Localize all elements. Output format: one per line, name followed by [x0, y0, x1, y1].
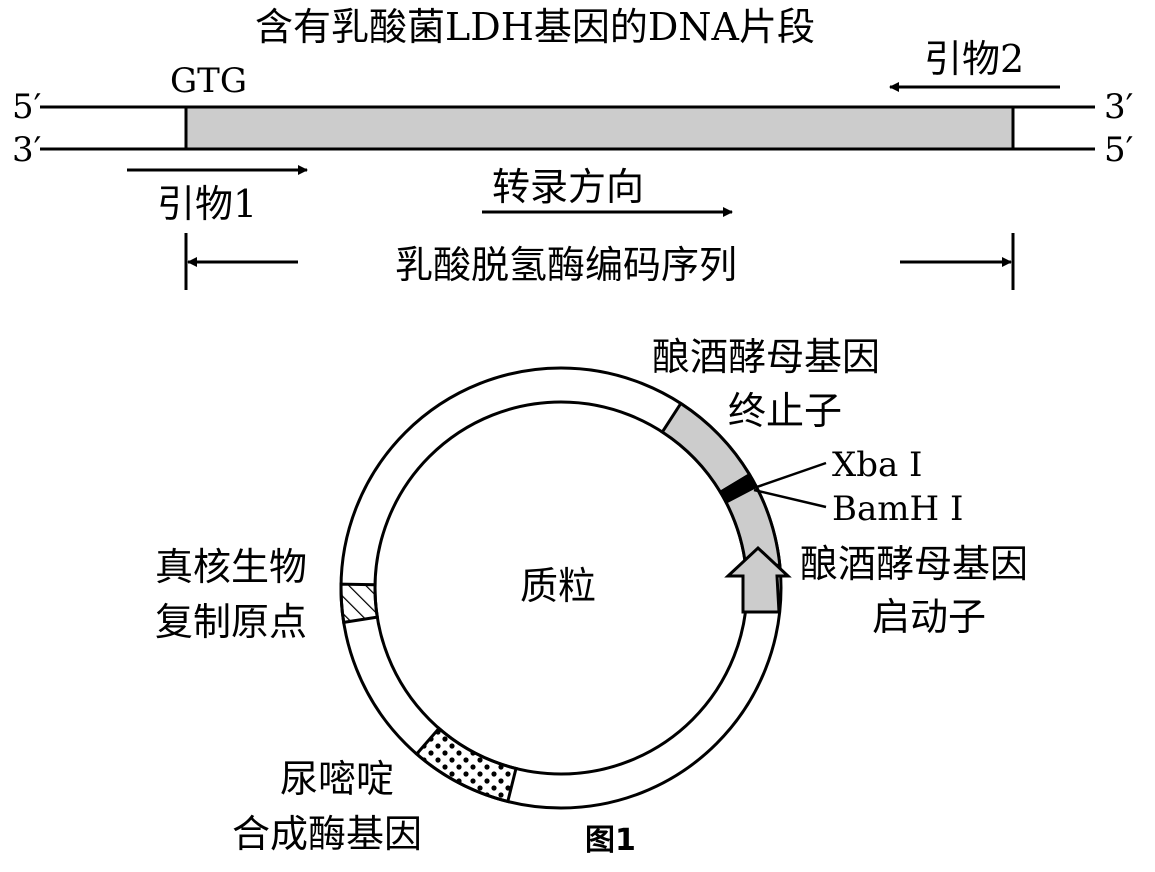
bamhi-leader — [753, 488, 827, 509]
bamhi-label: BamH Ⅰ — [832, 489, 964, 529]
ldh-gene-region — [184, 105, 1015, 151]
figure-label: 图1 — [585, 823, 636, 858]
xbai-label: Xba Ⅰ — [832, 445, 923, 485]
end-3-left: 3′ — [12, 130, 42, 170]
promoter-label-2: 启动子 — [872, 595, 987, 639]
promoter-arrow — [724, 545, 792, 614]
origin-segment — [339, 582, 380, 625]
end-5-right: 5′ — [1104, 130, 1134, 170]
terminator-label-2: 终止子 — [728, 389, 843, 433]
xbai-leader — [753, 461, 827, 490]
coding-sequence-label: 乳酸脱氢酶编码序列 — [395, 243, 738, 287]
end-3-right: 3′ — [1104, 87, 1134, 127]
origin-label-1: 真核生物 — [155, 545, 308, 589]
transcription-label: 转录方向 — [492, 165, 645, 209]
end-5-left: 5′ — [12, 87, 42, 127]
ura-label-1: 尿嘧啶 — [280, 757, 395, 801]
dna-title: 含有乳酸菌LDH基因的DNA片段 — [255, 5, 816, 49]
origin-label-2: 复制原点 — [155, 600, 308, 644]
ura-label-2: 合成酶基因 — [232, 812, 423, 856]
plasmid-label: 质粒 — [520, 564, 597, 608]
primer2-label: 引物2 — [924, 37, 1025, 81]
terminator-label-1: 酿酒酵母基因 — [652, 335, 881, 379]
primer1-label: 引物1 — [157, 182, 258, 226]
gtg-codon: GTG — [170, 61, 247, 101]
ura-gene-segment — [414, 726, 518, 804]
promoter-label-1: 酿酒酵母基因 — [800, 542, 1029, 586]
